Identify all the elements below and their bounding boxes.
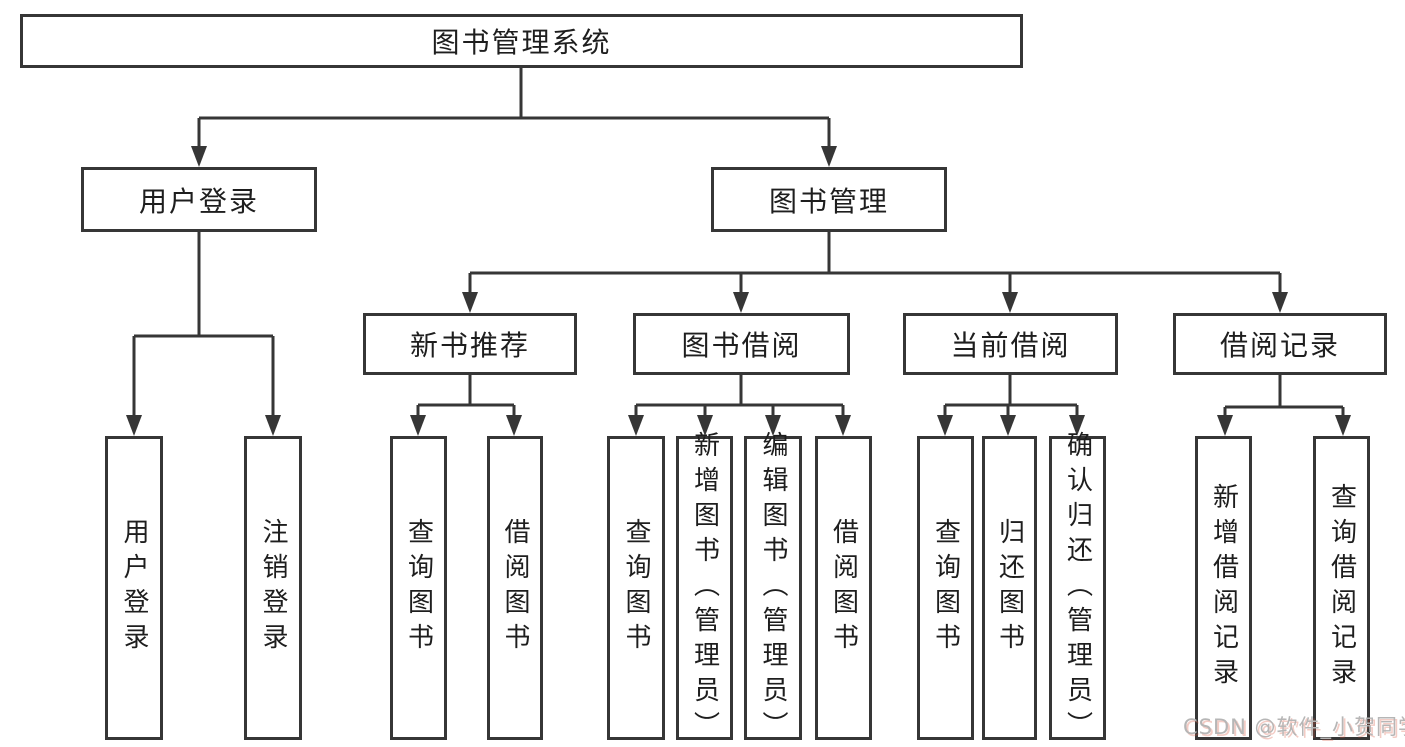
leaf-edit-book-admin: 编辑图书（管理员） (744, 431, 802, 746)
connector-book-borrow (634, 375, 845, 418)
leaf-return-book: 归还图书 (982, 436, 1037, 740)
node-book-borrow: 图书借阅 (633, 313, 850, 375)
leaf-query-book-2-label: 查询图书 (621, 518, 651, 658)
node-current-borrow: 当前借阅 (903, 313, 1118, 375)
connector-borrow-record (1223, 375, 1345, 418)
leaf-add-book-admin: 新增图书（管理员） (676, 431, 733, 746)
node-root: 图书管理系统 (20, 14, 1023, 68)
leaf-logout-label: 注销登录 (258, 518, 288, 658)
arrowheads (126, 146, 1351, 436)
node-borrow-record-label: 借阅记录 (1219, 329, 1340, 362)
leaf-add-borrow-record: 新增借阅记录 (1195, 436, 1252, 740)
connector-new-book (416, 375, 516, 418)
leaf-borrow-book-1: 借阅图书 (487, 436, 543, 740)
leaf-user-login-label: 用户登录 (119, 518, 149, 658)
leaf-add-book-admin-label: 新增图书（管理员） (689, 430, 720, 746)
connector-current-borrow (943, 375, 1079, 418)
node-root-label: 图书管理系统 (431, 26, 612, 59)
csdn-watermark: CSDN @软件_小贺同学 (1183, 715, 1405, 739)
leaf-logout: 注销登录 (244, 436, 302, 740)
leaf-confirm-return-admin: 确认归还（管理员） (1049, 431, 1106, 746)
leaf-query-borrow-record: 查询借阅记录 (1313, 436, 1370, 740)
node-user-login-label: 用户登录 (138, 184, 259, 218)
leaf-confirm-return-admin-label: 确认归还（管理员） (1062, 430, 1093, 746)
leaf-borrow-book-1-label: 借阅图书 (500, 518, 530, 658)
leaf-query-book-3: 查询图书 (917, 436, 974, 740)
connector-user-login (132, 232, 275, 418)
connector-root (197, 68, 831, 149)
leaf-borrow-book-2-label: 借阅图书 (828, 518, 859, 658)
leaf-query-book-1-label: 查询图书 (403, 518, 434, 658)
node-new-book-recommend: 新书推荐 (363, 313, 577, 375)
leaf-user-login: 用户登录 (105, 436, 163, 740)
node-book-borrow-label: 图书借阅 (681, 329, 802, 362)
connector-book-management (468, 232, 1282, 295)
node-current-borrow-label: 当前借阅 (950, 329, 1071, 362)
node-book-management-label: 图书管理 (768, 184, 889, 218)
node-book-management: 图书管理 (711, 167, 947, 232)
leaf-query-book-2: 查询图书 (607, 436, 665, 740)
leaf-edit-book-admin-label: 编辑图书（管理员） (758, 430, 788, 746)
leaf-return-book-label: 归还图书 (994, 518, 1025, 658)
leaf-add-borrow-record-label: 新增借阅记录 (1208, 483, 1239, 693)
leaf-query-book-3-label: 查询图书 (930, 518, 961, 658)
leaf-query-borrow-record-label: 查询借阅记录 (1326, 483, 1357, 693)
node-borrow-record: 借阅记录 (1173, 313, 1387, 375)
leaf-borrow-book-2: 借阅图书 (815, 436, 872, 740)
node-new-book-recommend-label: 新书推荐 (409, 329, 530, 362)
node-user-login: 用户登录 (81, 167, 317, 232)
leaf-query-book-1: 查询图书 (390, 436, 447, 740)
